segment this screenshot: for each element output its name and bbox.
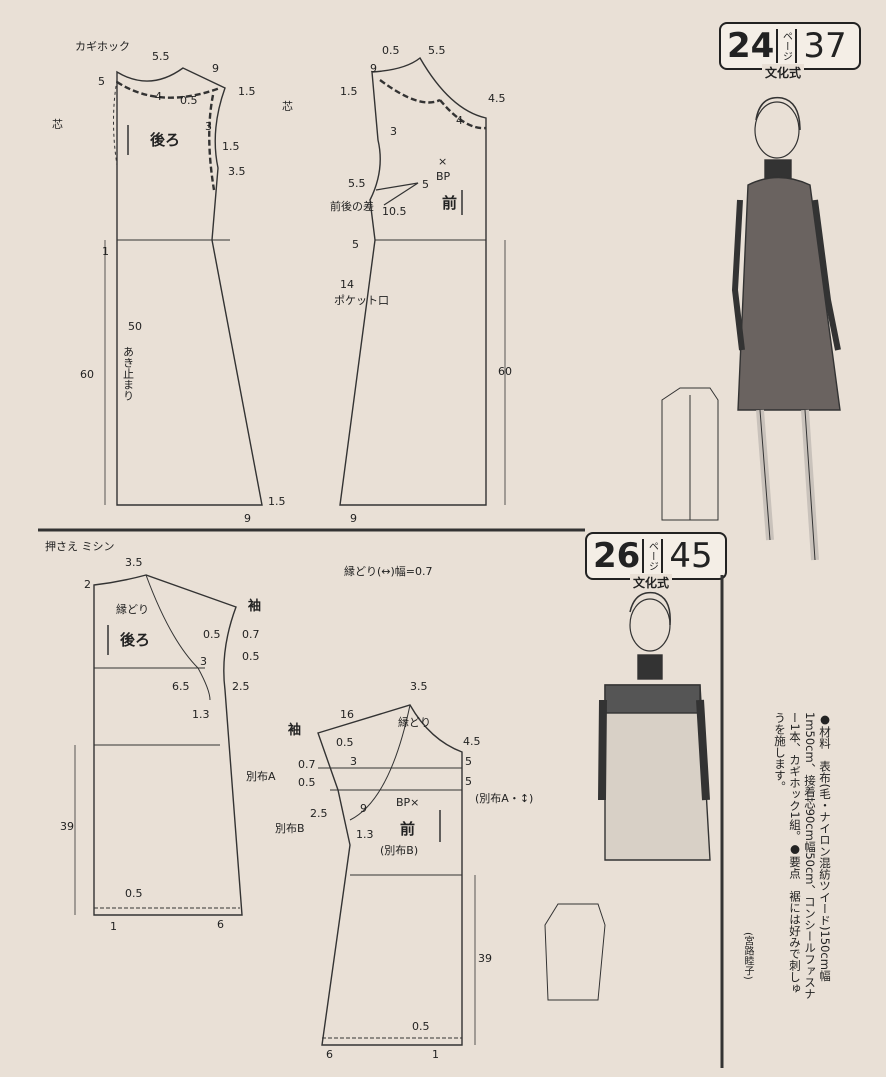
m-back-armhole-b: 1.5 [222, 140, 240, 153]
label-binding-note: 縁どり(↔)幅=0.7 [344, 564, 433, 578]
m-back-armhole-a: 3 [205, 120, 212, 133]
label-dart-diff: 前後の差 [330, 199, 374, 213]
label-interfacing-right: 芯 [282, 99, 293, 113]
m-b-front-arm-c: 1.3 [356, 828, 374, 841]
m-back-neck-width: 5.5 [152, 50, 170, 63]
m-b-front-sleeve-c: 0.5 [298, 776, 316, 789]
badge-sub: 文化式 [630, 574, 673, 591]
label-binding-back: 縁どり [116, 602, 149, 616]
m-b-back-hem-b: 1 [110, 920, 117, 933]
m-back-armhole-c: 3.5 [228, 165, 246, 178]
m-b-back-length: 39 [60, 820, 74, 833]
label-bp-b: BP× [396, 796, 419, 809]
m-front-facing: 4 [456, 114, 463, 127]
m-front-shoulder-drop: 1.5 [340, 85, 358, 98]
m-front-dart-a: 5.5 [348, 177, 366, 190]
m-b-front-arm-a: 2.5 [310, 807, 328, 820]
label-fabric-a: 別布A [246, 770, 276, 783]
m-front-neck-a: 0.5 [382, 44, 400, 57]
badge-unit: ページ [642, 539, 657, 573]
m-front-armhole: 3 [390, 125, 397, 138]
badge-issue: 24 [727, 26, 775, 66]
m-front-neck-width: 5.5 [428, 44, 446, 57]
m-back-hem-add: 1.5 [268, 495, 286, 508]
m-back-neck-depth: 5 [98, 75, 105, 88]
m-b-front-yoke: 3 [350, 755, 357, 768]
badge-sub: 文化式 [762, 64, 805, 81]
label-sleeve-back: 袖 [248, 598, 261, 614]
back-title-a: 後ろ [149, 131, 180, 149]
badge-unit: ページ [776, 29, 791, 63]
label-hook: カギホック [75, 40, 130, 53]
m-b-back-sleeve-b: 0.7 [242, 628, 260, 641]
m-front-side: 5 [352, 238, 359, 251]
badge-page: 45 [661, 539, 713, 573]
materials-text: ●材料 表布(毛・ナイロン混紡ツイード)150cm幅1m50cm、接着芯90cm… [773, 712, 832, 1000]
m-b-front-arm-b: 9 [360, 802, 367, 815]
label-opening-end: あき止まり [122, 346, 135, 401]
page-badge-26: 26 ページ 45 [585, 532, 727, 580]
back-title-b: 後ろ [119, 631, 150, 649]
label-bp-mark-a: × [438, 155, 447, 168]
m-front-shoulder: 9 [370, 62, 377, 75]
m-back-waist: 1 [102, 245, 109, 258]
m-front-dart-c: 10.5 [382, 205, 407, 218]
label-press-stitch: 押さえ ミシン [45, 539, 115, 553]
m-back-hem: 9 [244, 512, 251, 525]
m-b-front-hem-a: 0.5 [412, 1020, 430, 1033]
m-front-hem: 9 [350, 512, 357, 525]
label-binding-front: 縁どり [398, 715, 431, 729]
m-b-back-sleeve-c: 0.5 [242, 650, 260, 663]
m-b-back-arm-c: 1.3 [192, 708, 210, 721]
label-bp-a: BP [436, 170, 451, 183]
label-fabric-a-front: (別布A・↕) [475, 792, 533, 805]
m-front-dart-b: 5 [422, 178, 429, 191]
m-b-back-yoke: 3 [200, 655, 207, 668]
m-b-back-neck-depth: 2 [84, 578, 91, 591]
m-b-front-shoulder: 16 [340, 708, 354, 721]
m-back-shoulder-drop: 1.5 [238, 85, 256, 98]
m-front-pocket: 14 [340, 278, 354, 291]
m-b-front-yoke-b: 5 [465, 755, 472, 768]
m-b-back-arm-b: 2.5 [232, 680, 250, 693]
m-back-neck-facing: 4 [155, 90, 162, 103]
m-b-front-hem-c: 1 [432, 1048, 439, 1061]
m-b-front-neck-depth: 4.5 [463, 735, 481, 748]
m-back-opening: 50 [128, 320, 142, 333]
page-badge-24: 24 ページ 37 [719, 22, 861, 70]
m-b-back-neck-width: 3.5 [125, 556, 143, 569]
m-b-front-length: 39 [478, 952, 492, 965]
front-title-b: 前 [400, 820, 415, 838]
m-back-dart-a: 0.5 [180, 94, 198, 107]
m-front-length: 60 [498, 365, 512, 378]
m-back-length: 60 [80, 368, 94, 381]
m-b-back-sleeve-a: 0.5 [203, 628, 221, 641]
m-b-front-hem-b: 6 [326, 1048, 333, 1061]
m-b-front-neck-width: 3.5 [410, 680, 428, 693]
m-b-front-sleeve-b: 0.7 [298, 758, 316, 771]
label-interfacing-left: 芯 [52, 117, 63, 131]
m-b-back-hem-a: 0.5 [125, 887, 143, 900]
m-b-front-sleeve-a: 0.5 [336, 736, 354, 749]
m-b-back-arm-a: 6.5 [172, 680, 190, 693]
m-b-back-hem-c: 6 [217, 918, 224, 931]
badge-issue: 26 [593, 536, 641, 576]
label-pocket: ポケット口 [334, 294, 389, 307]
badge-page: 37 [795, 29, 847, 63]
front-sub-b: (別布B) [380, 844, 418, 857]
credit: (宮路睦子) [742, 932, 753, 980]
label-fabric-b: 別布B [275, 822, 305, 835]
m-back-shoulder: 9 [212, 62, 219, 75]
front-title-a: 前 [442, 194, 457, 212]
m-b-front-yoke-c: 5 [465, 775, 472, 788]
m-front-neck-depth: 4.5 [488, 92, 506, 105]
label-sleeve-front: 袖 [288, 722, 301, 738]
